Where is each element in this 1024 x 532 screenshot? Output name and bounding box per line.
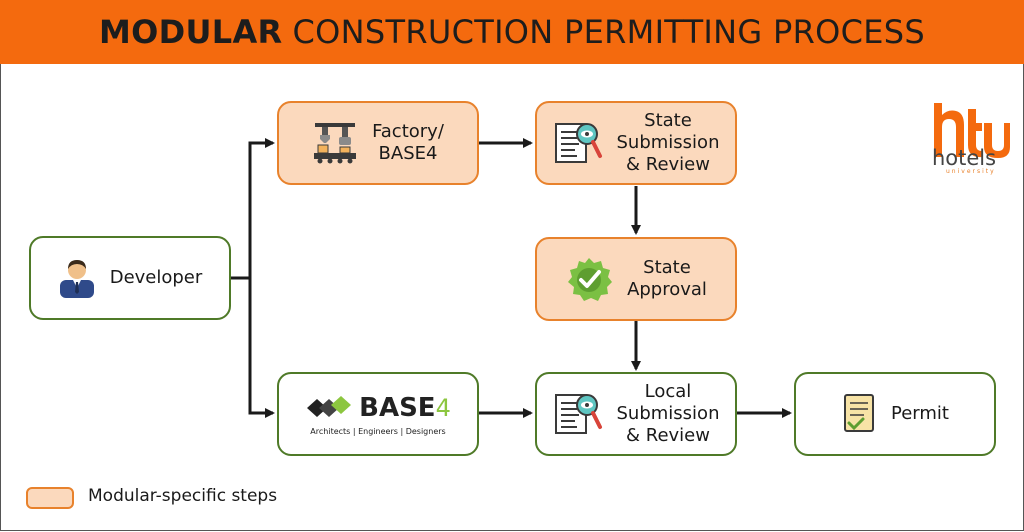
state-submission-line1: State bbox=[644, 110, 692, 131]
node-factory-base4: Factory/ BASE4 bbox=[277, 101, 479, 185]
node-developer: Developer bbox=[29, 236, 231, 320]
legend-swatch bbox=[26, 487, 74, 509]
node-permit: Permit bbox=[794, 372, 996, 456]
state-submission-label: State Submission & Review bbox=[617, 110, 720, 176]
state-submission-line2: Submission bbox=[616, 132, 720, 153]
local-submission-line1: Local bbox=[644, 381, 692, 402]
logo-name: hotels bbox=[932, 146, 997, 170]
base4-logo-icon bbox=[307, 395, 352, 417]
factory-robot-icon bbox=[314, 123, 357, 164]
document-review-icon bbox=[554, 123, 602, 163]
state-submission-line3: & Review bbox=[626, 154, 710, 175]
approval-badge-icon bbox=[568, 258, 613, 301]
permit-document-icon bbox=[844, 394, 875, 432]
local-submission-line3: & Review bbox=[626, 425, 710, 446]
base4-word: BASE4 bbox=[359, 392, 451, 423]
permit-label: Permit bbox=[891, 403, 949, 424]
connector-developer-to-base4 bbox=[248, 278, 275, 418]
legend-label: Modular-specific steps bbox=[88, 486, 278, 506]
node-state-submission: State Submission & Review bbox=[535, 101, 737, 185]
factory-label-line2: BASE4 bbox=[378, 143, 438, 164]
developer-label: Developer bbox=[109, 267, 203, 288]
node-local-submission: Local Submission & Review bbox=[535, 372, 737, 456]
factory-label: Factory/ BASE4 bbox=[372, 121, 444, 165]
base4-tagline: Architects | Engineers | Designers bbox=[310, 426, 446, 436]
state-approval-label: State Approval bbox=[627, 257, 707, 301]
businessman-icon bbox=[59, 260, 94, 298]
base4-logo: BASE4 Architects | Engineers | Designers bbox=[305, 393, 451, 436]
connector-developer-to-factory bbox=[248, 138, 275, 278]
document-review-icon bbox=[554, 394, 602, 434]
node-state-approval: State Approval bbox=[535, 237, 737, 321]
local-submission-line2: Submission bbox=[616, 403, 720, 424]
title-rest: CONSTRUCTION PERMITTING PROCESS bbox=[292, 13, 925, 51]
node-base4: BASE4 Architects | Engineers | Designers bbox=[277, 372, 479, 456]
state-approval-line1: State bbox=[643, 257, 691, 278]
hotels-university-logo-icon bbox=[934, 103, 1010, 158]
base4-number: 4 bbox=[435, 393, 451, 422]
factory-label-line1: Factory/ bbox=[372, 121, 444, 142]
title-bold: MODULAR bbox=[99, 13, 283, 51]
logo-sub: university bbox=[946, 168, 996, 175]
local-submission-label: Local Submission & Review bbox=[617, 381, 720, 447]
state-approval-line2: Approval bbox=[627, 279, 707, 300]
